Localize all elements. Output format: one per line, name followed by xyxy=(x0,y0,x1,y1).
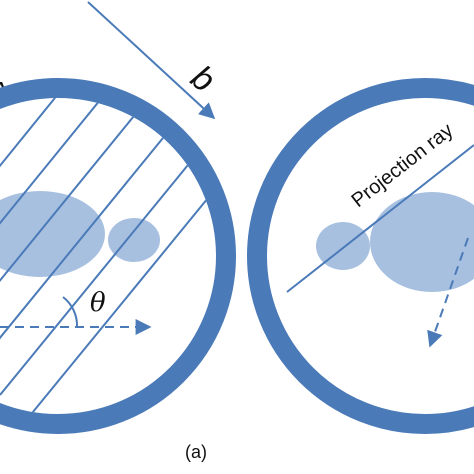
right-panel: Projection ray xyxy=(247,78,474,434)
projection-line xyxy=(9,164,216,414)
object-ellipse-small xyxy=(108,218,160,262)
projection-line xyxy=(0,98,161,306)
right-gantry-ring xyxy=(247,78,474,434)
theta-angle-arc xyxy=(62,296,79,328)
left-panel: θ A b xyxy=(0,1,236,434)
projection-line xyxy=(0,137,211,396)
projection-line xyxy=(0,98,136,261)
theta-label: θ xyxy=(90,288,106,318)
projection-line xyxy=(0,98,111,216)
object-ellipse-large-right xyxy=(370,192,474,292)
parallel-projection-lines xyxy=(0,98,216,414)
caption-a: (a) xyxy=(185,442,207,462)
b-direction-arrow xyxy=(87,1,216,120)
object-ellipse-large xyxy=(0,191,105,277)
dashed-direction-arrow xyxy=(427,237,469,348)
left-gantry-ring xyxy=(0,78,236,434)
letter-b-label: b xyxy=(184,58,222,100)
projection-line xyxy=(0,110,186,351)
projection-ray-line xyxy=(286,144,474,293)
